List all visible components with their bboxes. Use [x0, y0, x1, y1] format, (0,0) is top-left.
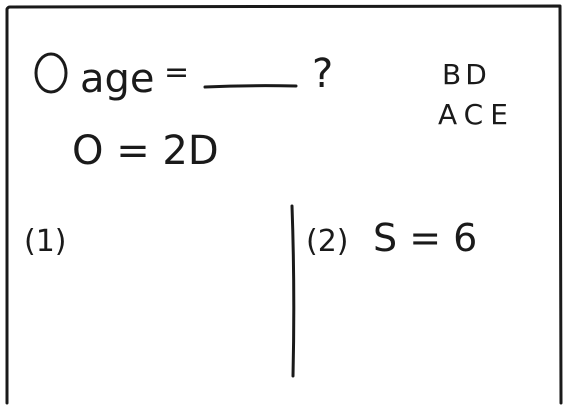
- clue-divider-line: [290, 204, 296, 378]
- clue-2-statement: S = 6: [373, 216, 477, 260]
- letters-row-ace: ACE: [438, 98, 515, 131]
- relation-o-equals-2d: O = 2D: [72, 128, 219, 174]
- clue-1-label: (1): [24, 224, 67, 259]
- clue-2-label: (2): [306, 224, 349, 259]
- letter-o-circle: [34, 52, 68, 94]
- age-word: age: [80, 56, 155, 102]
- equation-equals-sign: =: [164, 55, 189, 90]
- answer-blank-line: [203, 84, 298, 89]
- question-mark: ?: [312, 51, 333, 97]
- letters-row-bd: BD: [442, 58, 491, 91]
- panel-border: [5, 4, 563, 405]
